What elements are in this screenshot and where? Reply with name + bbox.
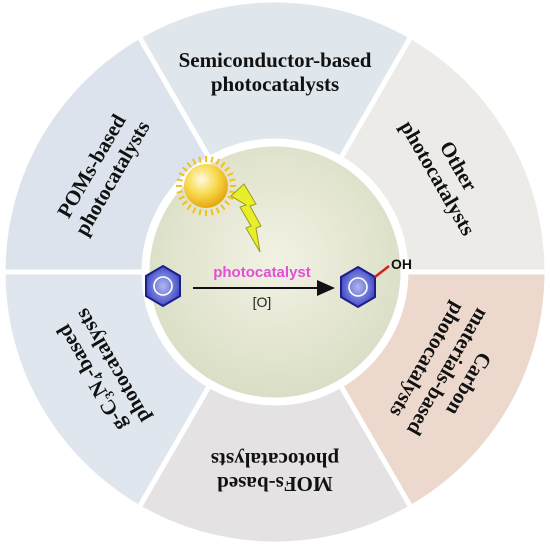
- segment-mofs: [135, 382, 415, 545]
- segment-gcn: [0, 269, 213, 511]
- segment-other: [337, 33, 550, 275]
- segment-poms: [0, 33, 213, 275]
- segment-semiconductor-line-1: Semiconductor-based: [179, 48, 372, 72]
- catalyst-label: photocatalyst: [213, 264, 311, 281]
- segment-semiconductor: [135, 0, 415, 162]
- segment-mofs-line-1: MOFs-based: [217, 472, 333, 496]
- benzene-reactant-icon: [145, 264, 181, 308]
- segment-semiconductor-line-2: photocatalysts: [211, 72, 339, 96]
- segment-mofs-line-2: photocatalysts: [211, 448, 339, 472]
- phenol-product-icon: [340, 265, 390, 309]
- hydroxyl-label: OH: [391, 256, 412, 272]
- center-reaction-circle: [144, 141, 406, 403]
- lightning-bolt-icon: [230, 183, 262, 253]
- oxidant-label: [O]: [253, 294, 272, 310]
- segment-carbon: [337, 269, 550, 511]
